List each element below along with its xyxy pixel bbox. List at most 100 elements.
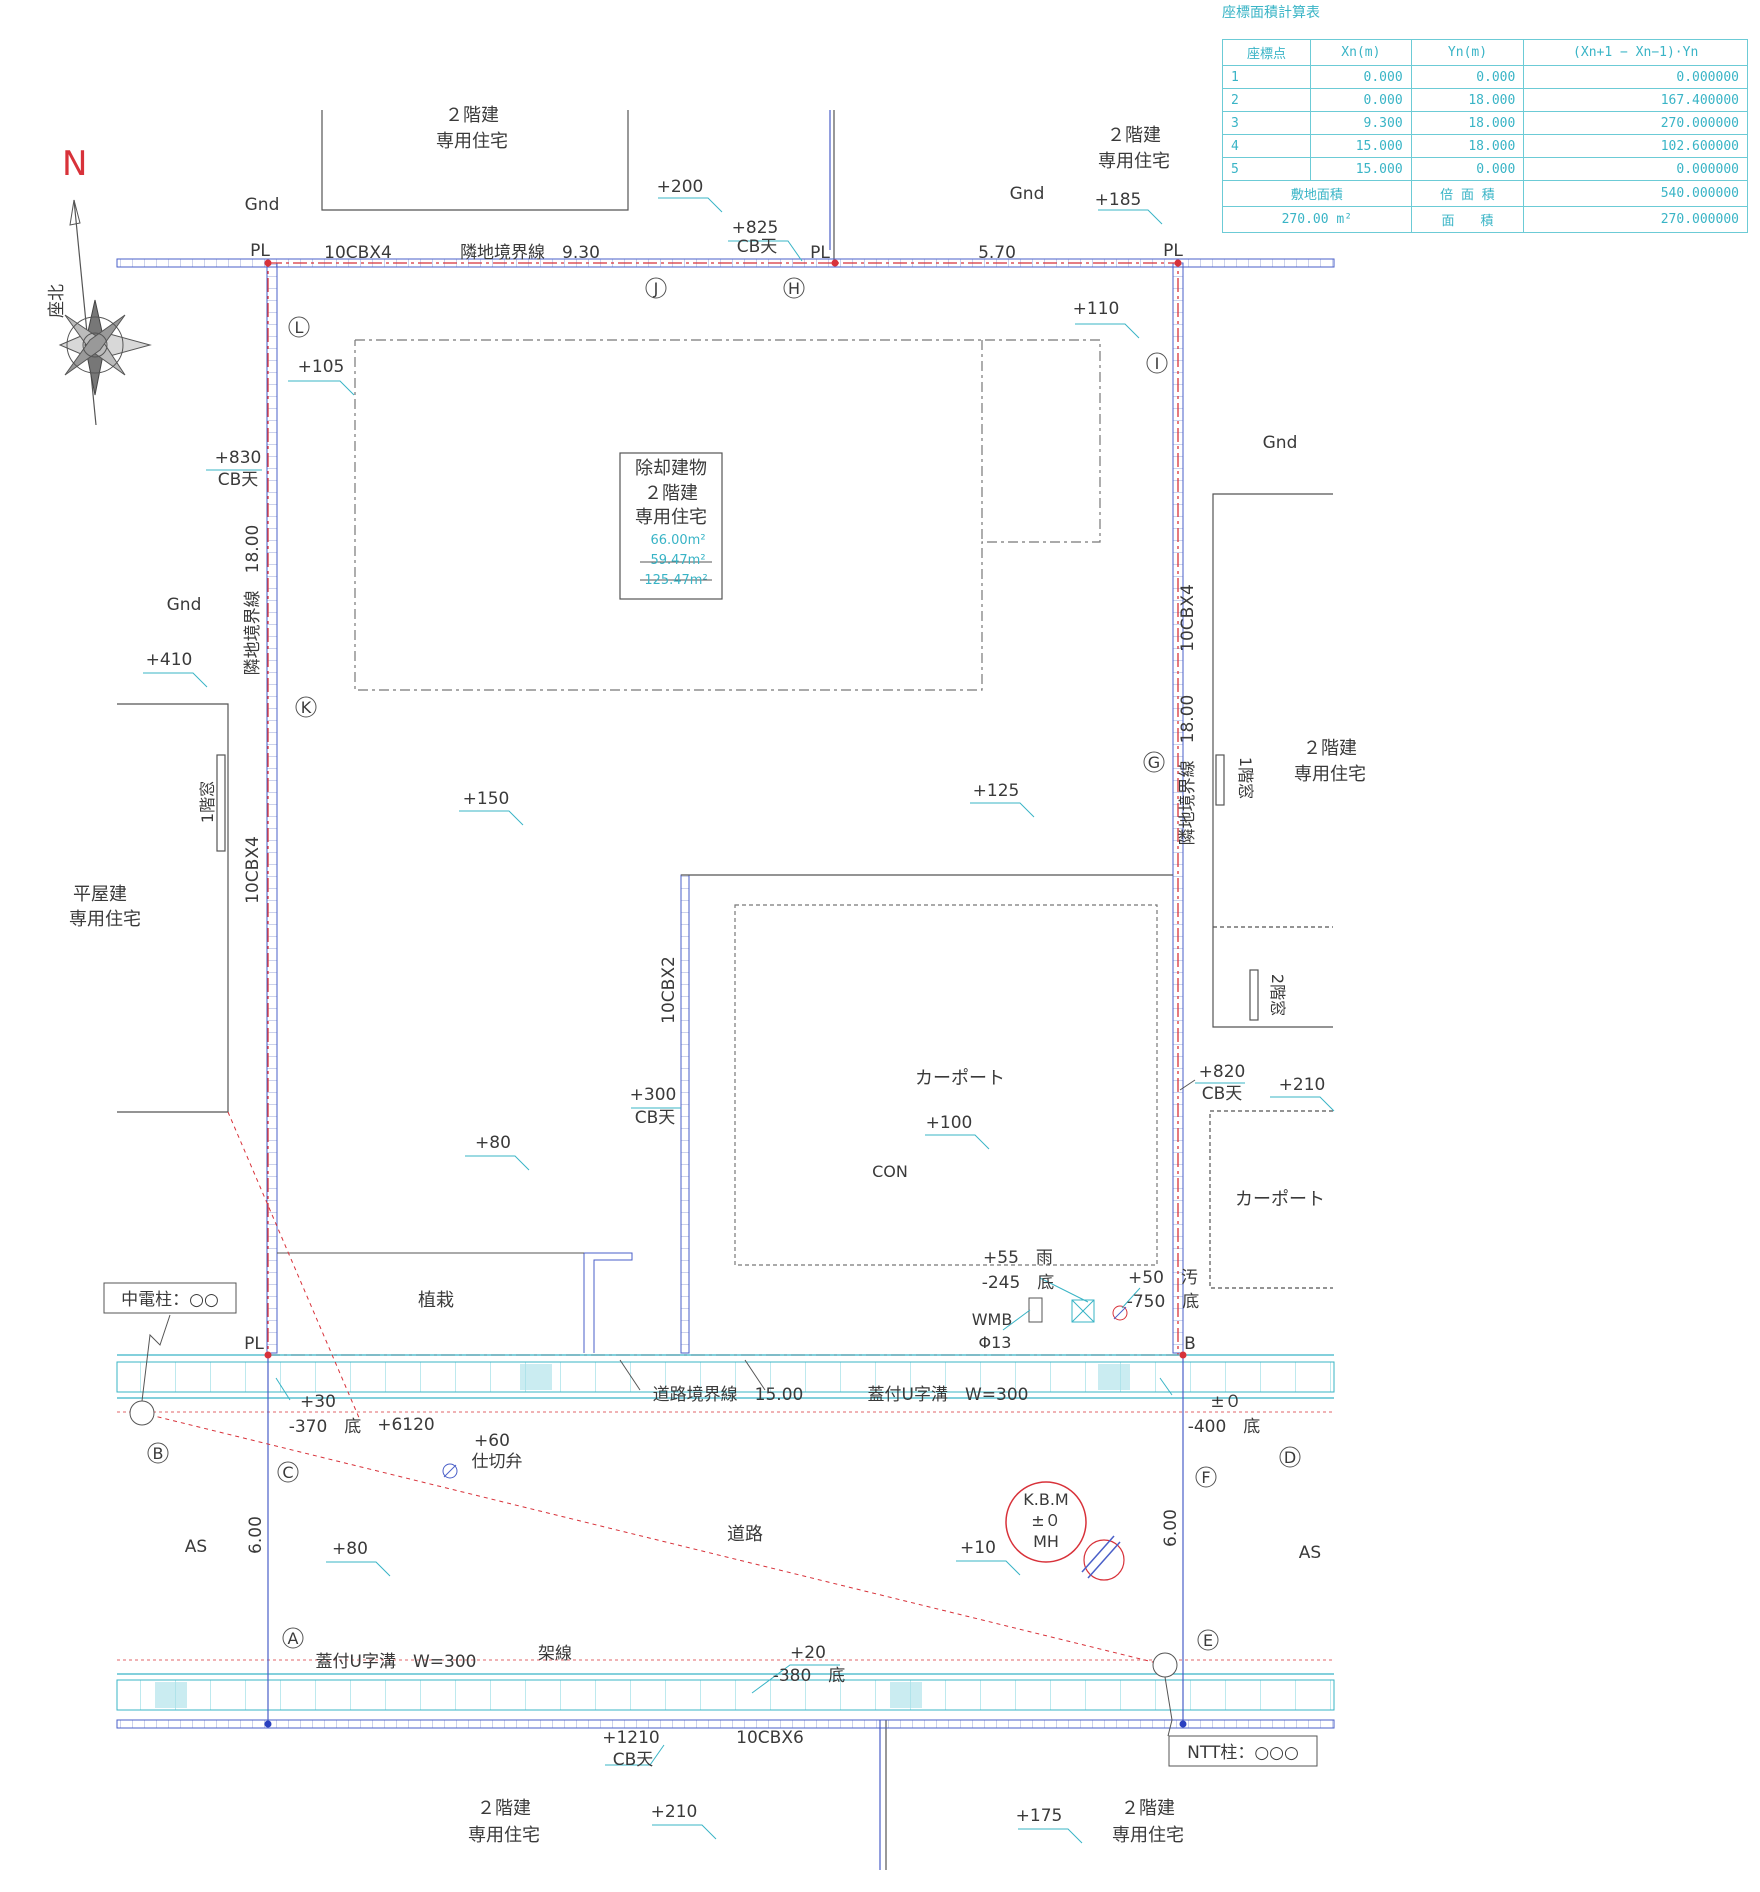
demolish-label: 除却建物 xyxy=(635,458,707,479)
svg-text:+210: +210 xyxy=(1279,1075,1326,1095)
building-label: 平屋建 xyxy=(73,884,127,905)
svg-text:+300: +300 xyxy=(630,1085,677,1105)
road-label: 道路 xyxy=(727,1524,763,1545)
section-markers xyxy=(147,277,1301,1651)
svg-text:+825: +825 xyxy=(732,218,779,238)
pl-label: PL xyxy=(810,243,830,263)
pl-label: PL xyxy=(250,241,270,261)
table-row: 270.00 m² 面 積 270.000000 xyxy=(1222,206,1748,233)
svg-text:+210: +210 xyxy=(651,1802,698,1822)
west-wall-label: 10CBX4 xyxy=(243,836,263,904)
svg-text:+60: +60 xyxy=(474,1431,510,1451)
svg-text:+105: +105 xyxy=(298,357,345,377)
marker-k: K xyxy=(301,698,312,717)
svg-text:+110: +110 xyxy=(1073,299,1120,319)
utility-poles xyxy=(103,1282,1318,1767)
svg-text:+30: +30 xyxy=(300,1392,336,1412)
building-label: 専用住宅 xyxy=(1294,764,1366,785)
demolish-area: 125.47m² xyxy=(644,573,707,588)
svg-text:-370 底: -370 底 xyxy=(289,1417,362,1437)
table-header: (Xn+1 − Xn−1)·Yn xyxy=(1523,39,1748,66)
svg-text:-380 底: -380 底 xyxy=(773,1666,846,1686)
carport-outline xyxy=(734,904,1158,1266)
demolish-label: 専用住宅 xyxy=(635,507,707,528)
svg-text:+55 雨: +55 雨 xyxy=(983,1248,1053,1268)
road xyxy=(116,1111,1335,1725)
svg-text:+10: +10 xyxy=(960,1538,996,1558)
coord-north-label: 座北 xyxy=(47,284,67,318)
marker-l: L xyxy=(295,318,304,337)
property-boundary xyxy=(116,258,1335,1729)
elevation-labels: +200 +825 CB天 +185 +110 +105 +830 CB天 +4… xyxy=(146,177,1326,1826)
double-area-value: 540.000000 xyxy=(1523,180,1748,207)
chuden-pole-label: 中電柱：○○ xyxy=(121,1290,219,1310)
demolish-label-box xyxy=(619,452,723,600)
overhead-line-label: 架線 xyxy=(538,1644,572,1664)
gutter-label: 蓋付U字溝 W=300 xyxy=(868,1385,1029,1405)
marker-a: A xyxy=(288,1629,299,1648)
svg-text:WMB: WMB xyxy=(972,1310,1013,1329)
demolish-building-outline xyxy=(354,339,1101,691)
svg-text:+6120: +6120 xyxy=(377,1415,435,1435)
site-area-label: 敷地面積 xyxy=(1222,180,1412,207)
table-row: 敷地面積 倍 面 積 540.000000 xyxy=(1222,180,1748,207)
road-width-label: 6.00 xyxy=(246,1516,266,1554)
road-boundary-label: 道路境界線 15.00 xyxy=(653,1385,804,1405)
demolish-area: 59.47m² xyxy=(650,553,705,568)
table-header: Xn(m) xyxy=(1310,39,1412,66)
north-right-dim: 5.70 xyxy=(978,243,1016,263)
pl-label: PL xyxy=(244,1334,264,1354)
north-boundary-label: 隣地境界線 9.30 xyxy=(460,243,600,263)
marker-g: G xyxy=(1148,753,1160,772)
area-value: 270.000000 xyxy=(1523,206,1748,233)
building-label: 専用住宅 xyxy=(468,1825,540,1846)
table-title: 座標面積計算表 xyxy=(1222,5,1320,21)
building-label: ２階建 xyxy=(445,105,499,126)
carport-label: カーポート xyxy=(915,1068,1005,1089)
svg-text:+20: +20 xyxy=(790,1643,826,1663)
svg-text:+185: +185 xyxy=(1095,190,1142,210)
svg-text:CB天: CB天 xyxy=(613,1750,654,1770)
pl-points xyxy=(264,259,1187,1359)
east-wall-label: 10CBX4 xyxy=(1178,584,1198,652)
window-label: 1階窓 xyxy=(1236,757,1255,799)
building-label: ２階建 xyxy=(1303,738,1357,759)
demolish-area: 66.00m² xyxy=(650,533,705,548)
building-label: 専用住宅 xyxy=(436,131,508,152)
svg-text:+200: +200 xyxy=(657,177,704,197)
gutter-label: 蓋付U字溝 W=300 xyxy=(316,1652,477,1672)
svg-text:CB天: CB天 xyxy=(635,1108,676,1128)
window-label: 2階窓 xyxy=(1268,974,1287,1016)
gnd-label: Gnd xyxy=(1010,184,1045,204)
carport-wall-label: 10CBX2 xyxy=(659,956,679,1024)
svg-text:CB天: CB天 xyxy=(1202,1084,1243,1104)
svg-text:CB天: CB天 xyxy=(218,470,259,490)
gnd-label: Gnd xyxy=(167,595,202,615)
asphalt-label: AS xyxy=(1299,1543,1321,1563)
svg-text:-750 底: -750 底 xyxy=(1127,1292,1200,1312)
ntt-pole-label: NTT柱：○○○ xyxy=(1187,1743,1299,1763)
svg-text:+175: +175 xyxy=(1016,1806,1063,1826)
svg-text:-400 底: -400 底 xyxy=(1188,1417,1261,1437)
svg-text:+80: +80 xyxy=(475,1133,511,1153)
building-label: ２階建 xyxy=(477,1798,531,1819)
marker-h: H xyxy=(788,279,800,298)
demolish-label: ２階建 xyxy=(644,483,698,504)
svg-text:+125: +125 xyxy=(973,781,1020,801)
compass-rose-icon xyxy=(58,199,152,426)
svg-text:+50 汚: +50 汚 xyxy=(1128,1268,1198,1288)
svg-text:+150: +150 xyxy=(463,789,510,809)
carport-label: カーポート xyxy=(1235,1189,1325,1210)
svg-text:+80: +80 xyxy=(332,1539,368,1559)
east-boundary-label: 隣地境界線 18.00 xyxy=(1178,695,1198,846)
window-label: 1階窓 xyxy=(198,781,217,823)
building-label: 専用住宅 xyxy=(69,909,141,930)
neighbor-outlines xyxy=(117,110,1333,1870)
building-label: 専用住宅 xyxy=(1112,1825,1184,1846)
building-label: ２階建 xyxy=(1121,1798,1175,1819)
